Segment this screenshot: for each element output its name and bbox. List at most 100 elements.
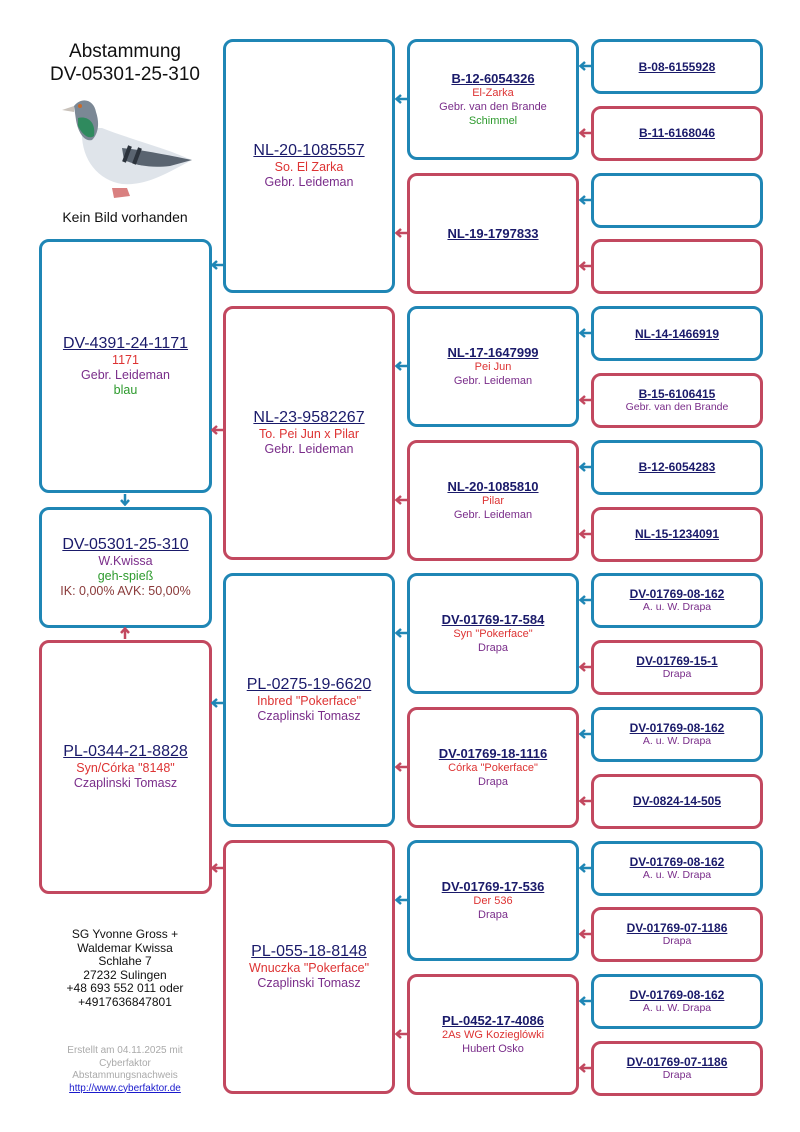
pedigree-box[interactable]: B-11-6168046 xyxy=(591,105,763,161)
pigeon-owner: Gebr. Leideman xyxy=(453,508,533,521)
ring-number-link[interactable]: B-12-6054326 xyxy=(451,71,535,86)
ring-number-link[interactable]: DV-4391-24-1171 xyxy=(62,334,189,352)
arrow-icon xyxy=(579,395,591,405)
pedigree-box[interactable]: NL-15-1234091 xyxy=(591,506,763,562)
arrow-icon xyxy=(579,261,591,272)
pedigree-box[interactable]: NL-14-1466919 xyxy=(591,306,763,362)
ring-number-link[interactable]: B-11-6168046 xyxy=(638,126,716,141)
arrow-icon xyxy=(579,1063,591,1073)
pigeon-name: Syn "Pokerface" xyxy=(453,628,533,640)
pedigree-box[interactable] xyxy=(591,239,763,295)
pigeon-owner: W.Kwissa xyxy=(98,554,153,568)
arrow-icon xyxy=(579,662,591,673)
ring-number-link[interactable]: DV-0824-14-505 xyxy=(632,794,722,809)
ring-number-link[interactable]: PL-0275-19-6620 xyxy=(246,676,372,693)
ring-number-link[interactable]: NL-14-1466919 xyxy=(634,326,720,341)
arrow-icon xyxy=(579,929,591,940)
credit-line: Cyberfaktor xyxy=(99,1057,151,1069)
pedigree-box[interactable]: B-12-6054283 xyxy=(591,439,763,495)
pigeon-owner: Gebr. Leideman xyxy=(264,442,354,456)
ring-number-link[interactable]: DV-01769-07-1186 xyxy=(626,1055,728,1069)
pigeon-ik: IK: 0,00% AVK: 50,00% xyxy=(60,584,191,598)
pigeon-name: El-Zarka xyxy=(472,87,514,99)
ring-number-link[interactable]: NL-15-1234091 xyxy=(634,527,720,542)
ring-number-link[interactable]: NL-20-1085557 xyxy=(253,142,365,159)
arrow-icon xyxy=(579,795,591,806)
arrow-icon xyxy=(579,595,591,606)
ring-number-link[interactable]: NL-19-1797833 xyxy=(447,225,539,241)
pigeon-owner: Drapa xyxy=(662,668,692,681)
ring-number-link[interactable]: DV-01769-07-1186 xyxy=(626,921,728,936)
arrow-icon xyxy=(211,698,223,708)
arrow-icon xyxy=(579,862,591,873)
ring-number-link[interactable]: DV-01769-18-1116 xyxy=(438,745,548,761)
page-title: Abstammung xyxy=(69,41,181,62)
ring-number-link[interactable]: DV-05301-25-310 xyxy=(62,536,189,553)
pigeon-owner: Hubert Osko xyxy=(462,1042,524,1055)
ring-number-link[interactable]: B-12-6054283 xyxy=(638,460,716,475)
pigeon-name: Pei Jun xyxy=(474,361,512,373)
arrow-icon xyxy=(395,494,407,505)
pigeon-name: Córka "Pokerface" xyxy=(448,761,538,774)
ring-number-link[interactable]: PL-055-18-8148 xyxy=(251,943,367,960)
arrow-icon xyxy=(579,996,591,1007)
pedigree-box[interactable]: NL-19-1797833 xyxy=(407,172,579,294)
ring-number-link[interactable]: B-15-6106415 xyxy=(638,387,716,401)
ring-number-link[interactable]: NL-17-1647999 xyxy=(447,345,539,360)
ring-number-link[interactable]: DV-01769-08-162 xyxy=(629,988,725,1003)
pigeon-owner: A. u. W. Drapa xyxy=(642,601,712,614)
pigeon-owner: Gebr. Leideman xyxy=(453,375,533,387)
no-image-caption: Kein Bild vorhanden xyxy=(62,209,188,225)
ring-number-link[interactable]: NL-20-1085810 xyxy=(447,478,539,494)
ring-number-link[interactable]: NL-23-9582267 xyxy=(253,409,365,426)
ring-number-link[interactable]: DV-01769-08-162 xyxy=(629,854,725,869)
arrow-icon xyxy=(395,94,407,104)
ring-number-link[interactable]: PL-0452-17-4086 xyxy=(442,1012,544,1028)
pedigree-box[interactable] xyxy=(591,172,763,228)
pigeon-name: To. Pei Jun x Pilar xyxy=(258,427,360,441)
subject-ring-title: DV-05301-25-310 xyxy=(50,64,200,85)
ring-number-link[interactable]: DV-01769-17-536 xyxy=(441,879,545,894)
cyberfaktor-link[interactable]: http://www.cyberfaktor.de xyxy=(69,1082,181,1094)
ring-number-link[interactable]: DV-01769-08-162 xyxy=(629,587,725,602)
credit-block: Erstellt am 04.11.2025 mit Cyberfaktor A… xyxy=(20,1045,230,1095)
pigeon-owner: Drapa xyxy=(478,909,508,921)
ring-number-link[interactable]: DV-01769-08-162 xyxy=(629,721,725,735)
arrow-icon xyxy=(211,425,223,435)
ring-number-link[interactable]: PL-0344-21-8828 xyxy=(63,743,188,760)
arrow-icon xyxy=(395,895,407,905)
pedigree-box[interactable]: DV-0824-14-505 xyxy=(591,773,763,829)
pigeon-color: Schimmel xyxy=(468,115,518,127)
ring-number-link[interactable]: DV-01769-17-584 xyxy=(441,612,545,627)
address-line: +48 693 552 011 oder xyxy=(66,981,184,995)
arrow-icon xyxy=(579,127,591,138)
pigeon-owner: Drapa xyxy=(478,775,508,788)
address-line: +4917636847801 xyxy=(78,994,172,1009)
pedigree-box[interactable]: B-08-6155928 xyxy=(591,39,763,94)
arrow-icon xyxy=(579,729,591,739)
ring-number-link[interactable]: B-08-6155928 xyxy=(638,59,716,74)
ring-number-link[interactable]: DV-01769-15-1 xyxy=(636,654,718,669)
